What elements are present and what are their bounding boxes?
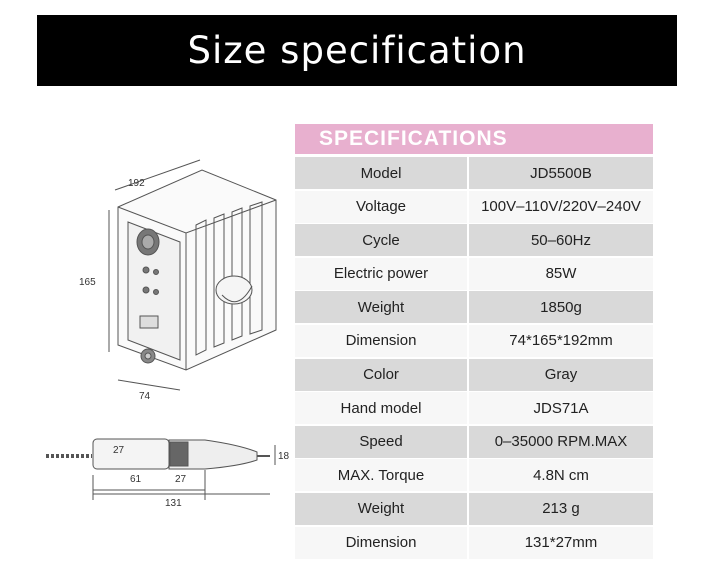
handpiece-grip [168,439,258,470]
spec-label: Electric power [295,257,467,290]
dim-height-label: 165 [79,277,96,288]
dim-depth-label: 74 [139,391,151,402]
spec-value: 74*165*192mm [469,324,653,357]
spec-label: Cycle [295,224,467,257]
spec-value: Gray [469,358,653,391]
spec-value: 1850g [469,291,653,324]
spec-value: 85W [469,257,653,290]
spec-value: 100V–110V/220V–240V [469,190,653,223]
spec-label: Model [295,157,467,189]
title-banner: Size specification [37,15,677,86]
spec-label: Speed [295,425,467,458]
spec-label: MAX. Torque [295,459,467,492]
spec-value: 131*27mm [469,526,653,559]
spec-value: 4.8N cm [469,459,653,492]
handpiece-holder [215,275,253,305]
dim-width-label: 192 [128,178,145,189]
spec-label: Dimension [295,526,467,559]
dim-hand-diameter-label: 27 [113,445,125,456]
dim-hand-tip-label: 18 [278,451,290,462]
spec-value: 0–35000 RPM.MAX [469,425,653,458]
dim-hand-length-label: 131 [165,498,182,509]
display-panel [139,315,159,329]
dim-hand-nose-label: 27 [175,474,187,485]
spec-value: JD5500B [469,157,653,189]
page-title: Size specification [187,29,527,72]
spec-value: 213 g [469,492,653,525]
spec-label: Hand model [295,392,467,425]
spec-label: Dimension [295,324,467,357]
handpiece-body [92,438,170,470]
spec-label: Weight [295,492,467,525]
spec-label: Weight [295,291,467,324]
spec-label: Voltage [295,190,467,223]
spec-value: JDS71A [469,392,653,425]
spec-value: 50–60Hz [469,224,653,257]
dim-hand-body-label: 61 [130,474,142,485]
spec-header: SPECIFICATIONS [295,124,653,154]
spec-label: Color [295,358,467,391]
